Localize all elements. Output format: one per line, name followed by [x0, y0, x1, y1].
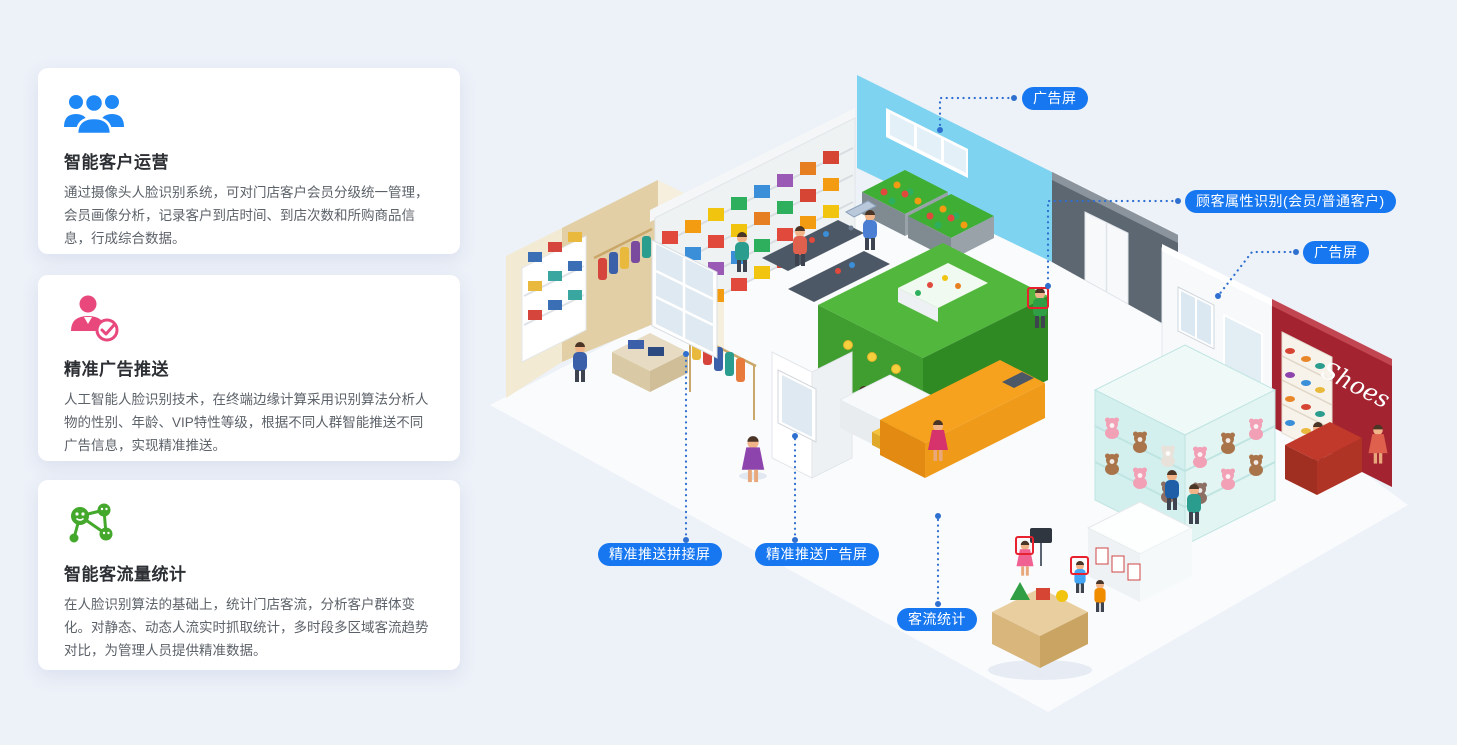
connector-ad-screen-top	[938, 96, 1016, 132]
feature-card-traffic-stats: 智能客流量统计 在人脸识别算法的基础上，统计门店客流，分析客户群体变化。对静态、…	[38, 480, 460, 670]
feature-description: 通过摄像头人脸识别系统，可对门店客户会员分级统一管理，会员画像分析，记录客户到店…	[64, 185, 429, 247]
network-nodes-icon	[64, 500, 434, 548]
person-verified-icon	[64, 295, 434, 343]
callout-push-ad-screen: 精准推送广告屏	[755, 543, 879, 566]
shoes-store: Shoes	[1272, 299, 1394, 495]
feature-card-ad-push: 精准广告推送 人工智能人脸识别技术，在终端边缘计算采用识别算法分析人物的性别、年…	[38, 275, 460, 461]
food-display	[898, 263, 988, 308]
wall-ad-screen	[917, 126, 941, 161]
wall-ad-screen	[890, 113, 914, 147]
callout-customer-attribute: 顾客属性识别(会员/普通客户)	[1185, 190, 1396, 213]
callout-splicing-screen: 精准推送拼接屏	[598, 543, 722, 566]
counter-light	[867, 352, 877, 362]
folded-clothes	[528, 232, 582, 320]
detection-box	[1015, 536, 1034, 555]
connector-customer-attribute	[1046, 199, 1180, 288]
customers-group-icon	[64, 88, 434, 136]
toy-block	[1036, 588, 1050, 600]
connector-ad-screen-right	[1216, 250, 1298, 298]
feature-description: 人工智能人脸识别技术，在终端边缘计算采用识别算法分析人物的性别、年龄、VIP特性…	[64, 392, 429, 454]
video-wall-screen	[651, 239, 718, 359]
face-detection-boxes	[1015, 287, 1089, 575]
photo-frame	[1111, 555, 1125, 573]
photo-frame	[1127, 563, 1141, 581]
callout-traffic-stats: 客流统计	[897, 608, 977, 631]
traffic-camera-monitor	[1030, 528, 1052, 543]
feature-title: 智能客流量统计	[64, 565, 187, 584]
feature-title: 智能客户运营	[64, 153, 169, 172]
feature-card-customer-ops: 智能客户运营 通过摄像头人脸识别系统，可对门店客户会员分级统一管理，会员画像分析…	[38, 68, 460, 254]
photo-frame	[1095, 547, 1109, 565]
detection-box	[1027, 287, 1049, 309]
ad-screens-wall	[857, 75, 1052, 262]
wall-ad-screen	[944, 140, 966, 173]
connector-dots	[683, 95, 1299, 607]
callout-ad-screen-top: 广告屏	[1022, 87, 1088, 110]
people	[573, 210, 1388, 612]
entrance-wall	[1052, 172, 1178, 332]
counter-light	[843, 340, 853, 350]
callout-ad-screen-right: 广告屏	[1303, 241, 1369, 264]
clothes-rack	[593, 227, 653, 260]
toy-ball	[1056, 590, 1068, 602]
feature-title: 精准广告推送	[64, 360, 169, 379]
shoes-counter	[1285, 422, 1362, 461]
orange-counter	[880, 360, 1045, 478]
toy-block	[1010, 582, 1030, 600]
counter-light	[891, 364, 901, 374]
shopping-cart	[844, 200, 878, 218]
detection-box	[1070, 556, 1089, 575]
feature-description: 在人脸识别算法的基础上，统计门店客流，分析客户群体变化。对静态、动态人流实时抓取…	[64, 597, 429, 659]
cash-register	[1002, 372, 1034, 388]
callout-connectors	[684, 96, 1298, 606]
service-counter	[771, 351, 932, 479]
